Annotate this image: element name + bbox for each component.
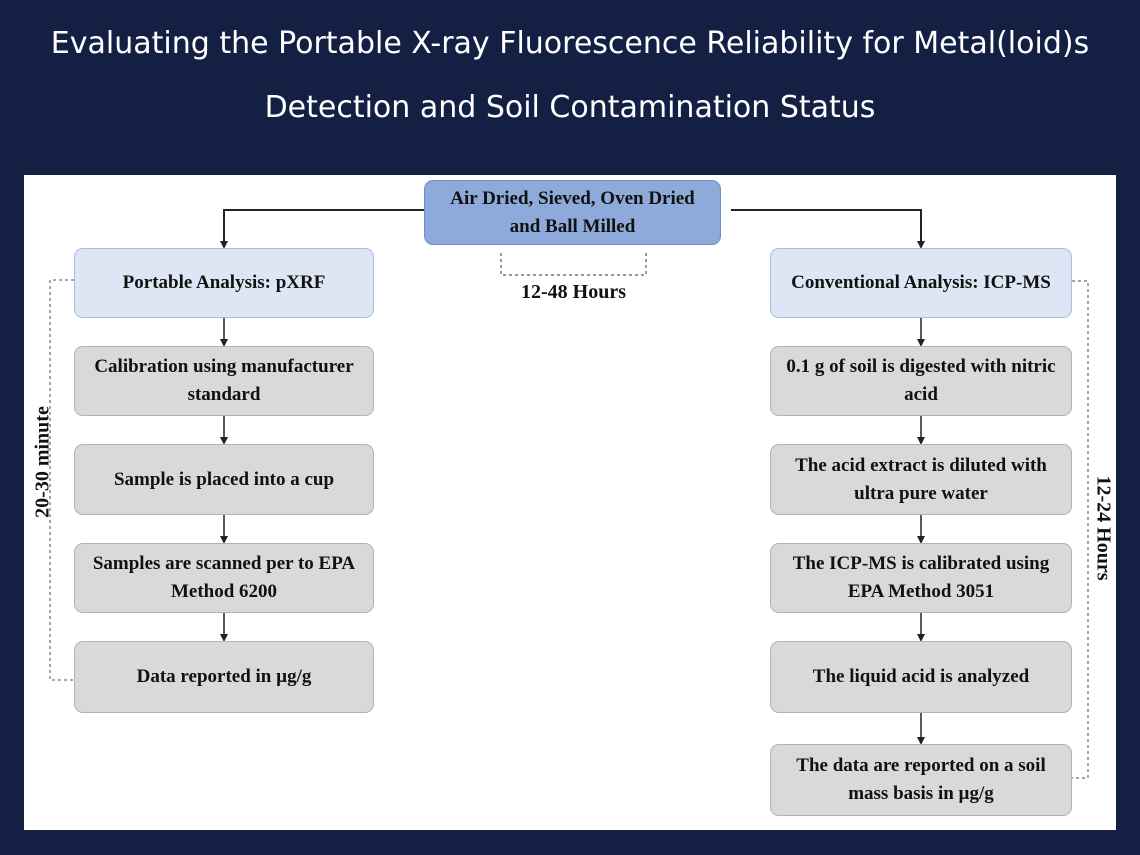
left-step-1: Calibration using manufacturer standard bbox=[74, 346, 374, 416]
top-duration-label: 12-48 Hours bbox=[521, 281, 626, 303]
left-duration-bracket bbox=[49, 279, 74, 681]
left-step-2: Sample is placed into a cup bbox=[74, 444, 374, 515]
top-prep-box: Air Dried, Sieved, Oven Dried and Ball M… bbox=[424, 180, 721, 245]
right-header-box: Conventional Analysis: ICP-MS bbox=[770, 248, 1072, 318]
connector-lines bbox=[49, 209, 1089, 779]
branch-right-arrow bbox=[731, 209, 925, 249]
right-step-5: The data are reported on a soil mass bas… bbox=[770, 744, 1072, 816]
right-step-3: The ICP-MS is calibrated using EPA Metho… bbox=[770, 543, 1072, 613]
page-subtitle: Detection and Soil Contamination Status bbox=[264, 90, 876, 125]
right-duration-bracket bbox=[1072, 280, 1089, 779]
right-step-1: 0.1 g of soil is digested with nitric ac… bbox=[770, 346, 1072, 416]
left-step-4: Data reported in µg/g bbox=[74, 641, 374, 713]
flowchart-panel: Air Dried, Sieved, Oven Dried and Ball M… bbox=[24, 175, 1116, 830]
left-header-box: Portable Analysis: pXRF bbox=[74, 248, 374, 318]
left-step-3: Samples are scanned per to EPA Method 62… bbox=[74, 543, 374, 613]
branch-left-arrow bbox=[220, 209, 424, 249]
right-step-2: The acid extract is diluted with ultra p… bbox=[770, 444, 1072, 515]
top-duration-bracket bbox=[500, 253, 647, 276]
page-title: Evaluating the Portable X-ray Fluorescen… bbox=[50, 26, 1090, 61]
right-step-4: The liquid acid is analyzed bbox=[770, 641, 1072, 713]
